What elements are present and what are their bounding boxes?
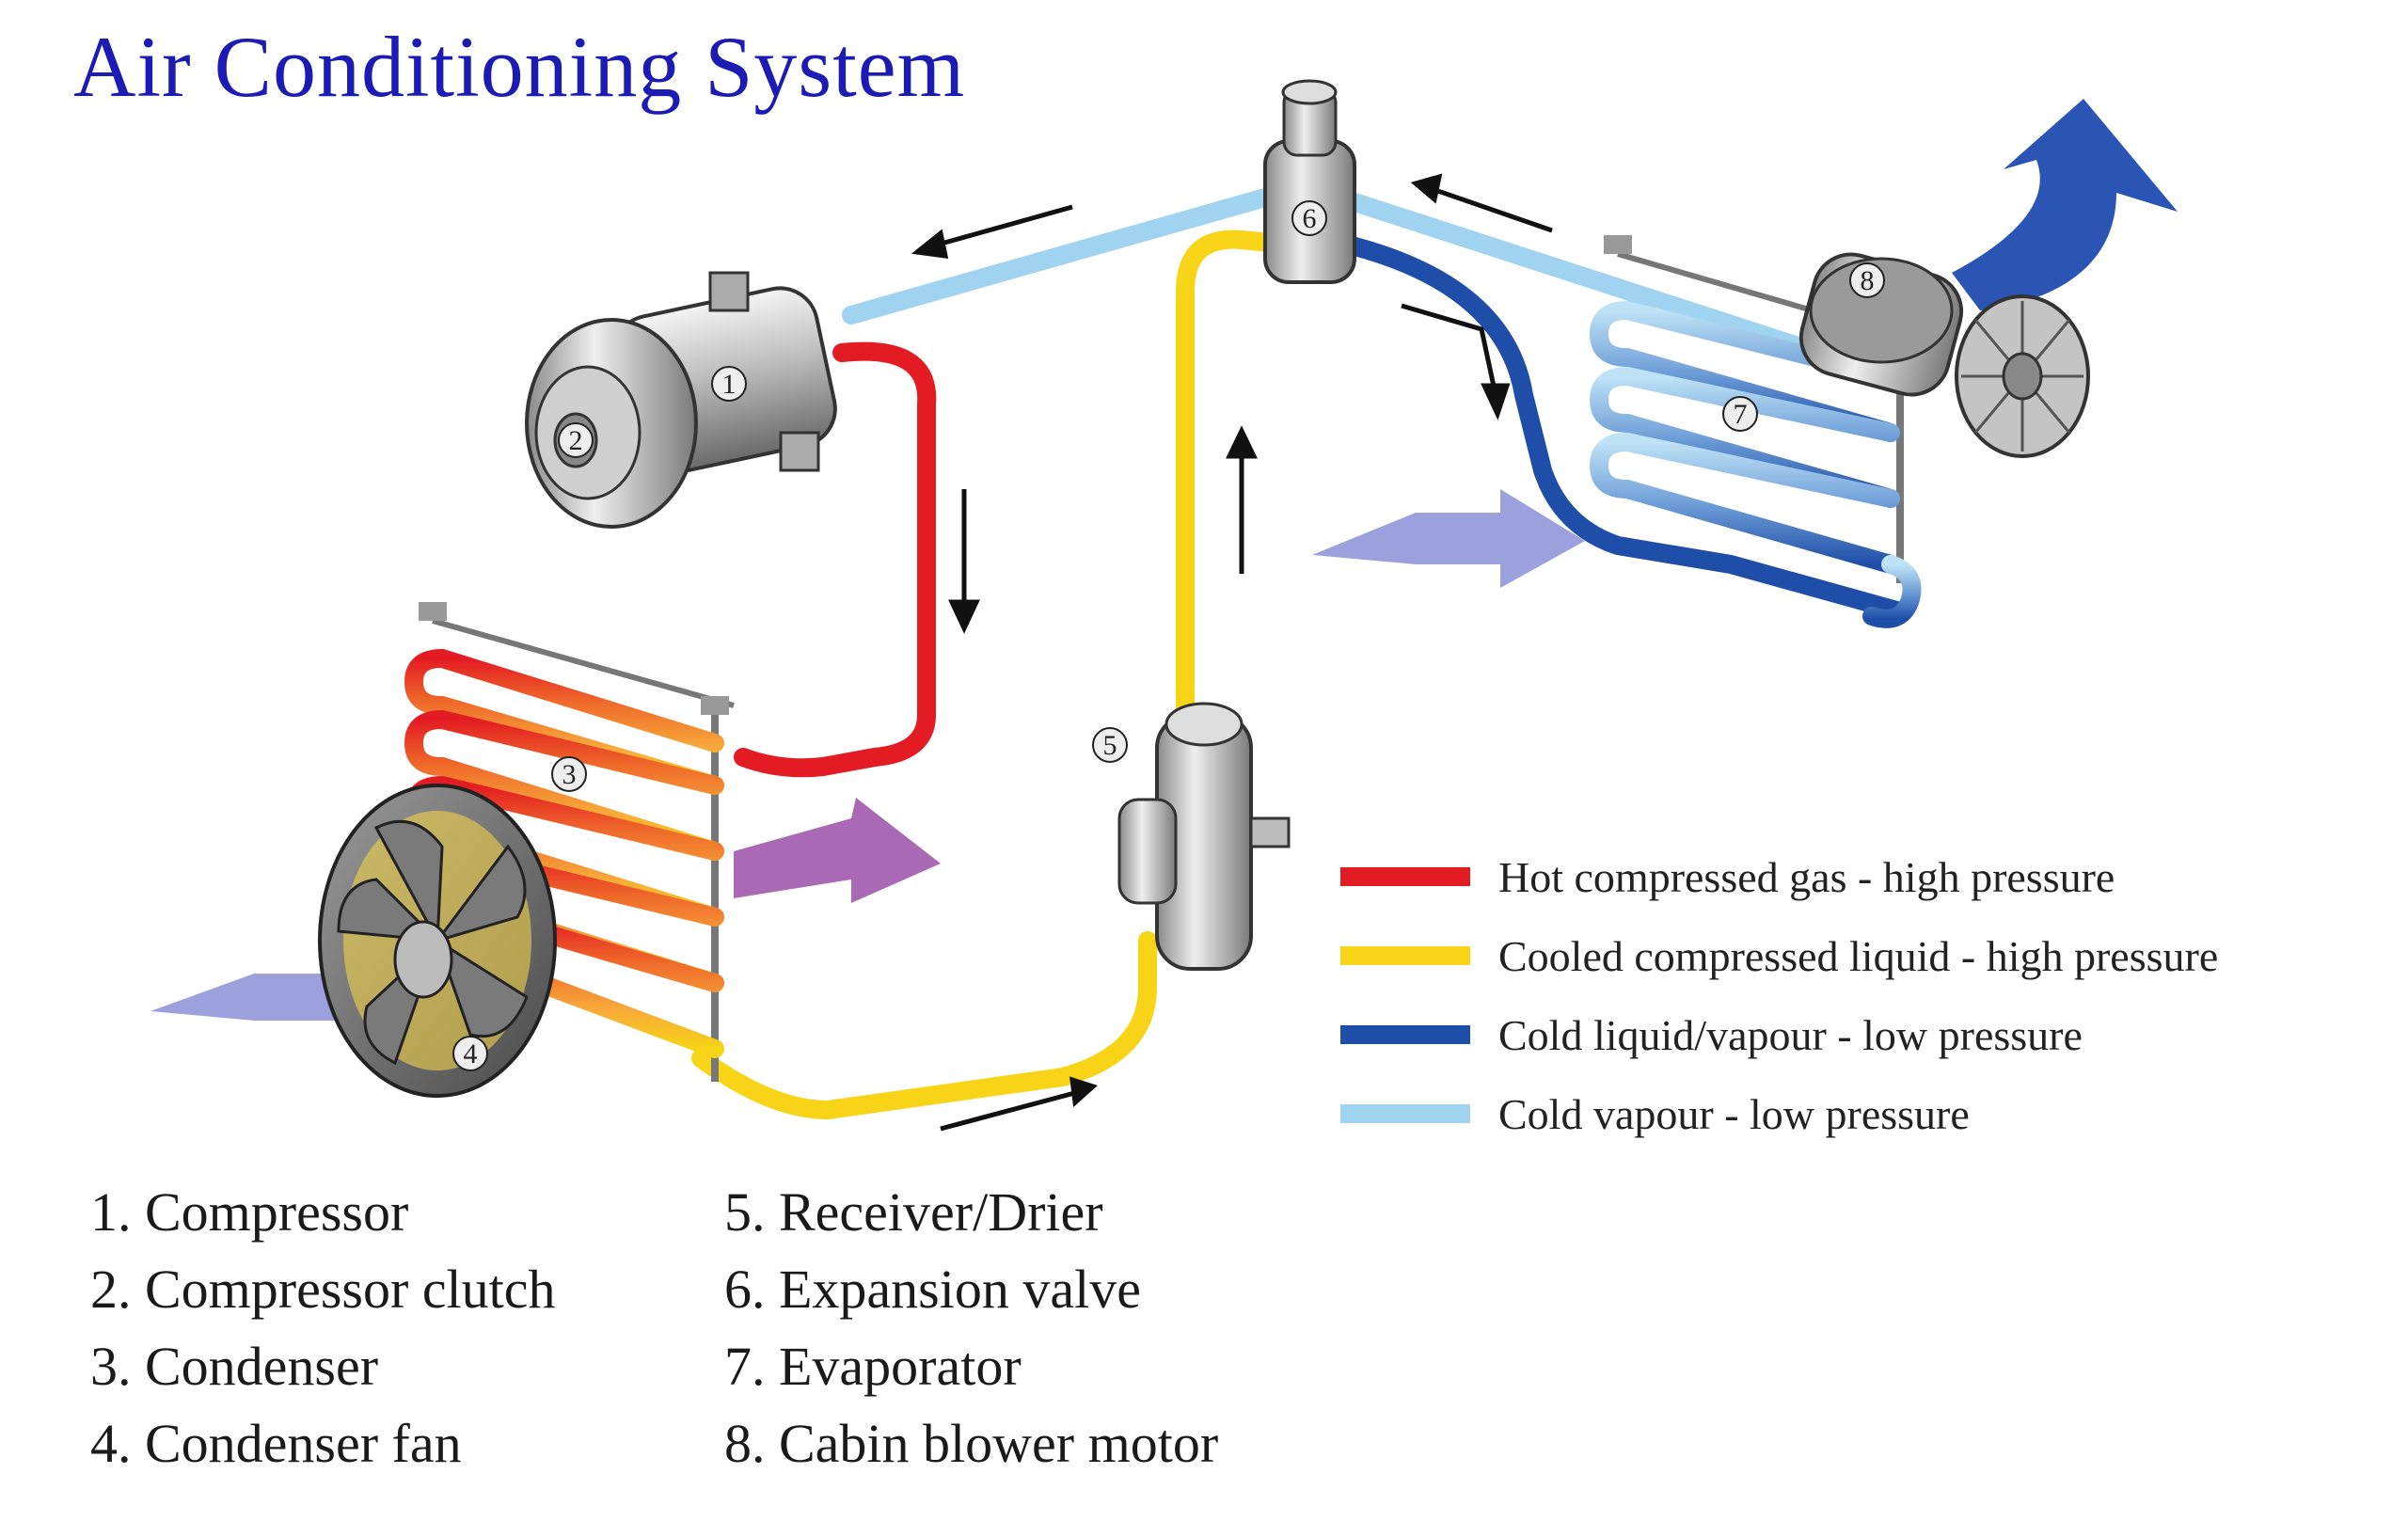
part-name: Compressor clutch: [145, 1259, 556, 1320]
legend-swatch: [1340, 1025, 1470, 1044]
marker-7: 7: [1722, 396, 1758, 432]
part-number: 5.: [724, 1181, 766, 1243]
hot-gas-pipe: [734, 341, 937, 778]
marker-6: 6: [1291, 200, 1327, 236]
vapour-pipe-valve-compressor: [842, 188, 1275, 325]
part-item: 5. Receiver/Drier: [724, 1174, 1218, 1251]
condenser-fan: [318, 784, 557, 1098]
expansion-valve: [1263, 79, 1356, 284]
condenser-airflow-out-arrow: [734, 798, 941, 903]
flow-arrow-2: [948, 489, 980, 634]
part-number: 8.: [724, 1413, 766, 1474]
part-number: 1.: [90, 1181, 132, 1243]
legend-swatch: [1340, 1104, 1470, 1123]
flow-arrows: [911, 173, 1553, 1132]
legend-label: Hot compressed gas - high pressure: [1498, 852, 2115, 901]
part-name: Evaporator: [779, 1336, 1022, 1397]
part-item: 4. Condenser fan: [90, 1405, 556, 1482]
svg-text:4: 4: [464, 1038, 478, 1070]
svg-text:1: 1: [722, 369, 737, 400]
flow-arrow-6: [1401, 303, 1511, 420]
part-number: 3.: [90, 1336, 132, 1397]
part-number: 4.: [90, 1413, 132, 1474]
legend: Hot compressed gas - high pressure Coole…: [1340, 837, 2218, 1153]
flow-arrow-4: [1226, 425, 1258, 574]
liquid-pipe-drier-valve: [1176, 230, 1279, 734]
marker-2: 2: [558, 422, 594, 458]
legend-item: Cold vapour - low pressure: [1340, 1074, 2218, 1153]
part-name: Compressor: [145, 1181, 409, 1243]
flow-arrow-5: [1410, 173, 1553, 233]
compressor: [525, 271, 837, 529]
part-name: Receiver/Drier: [779, 1181, 1103, 1243]
legend-item: Cold liquid/vapour - low pressure: [1340, 995, 2218, 1074]
svg-text:7: 7: [1734, 399, 1748, 430]
part-name: Expansion valve: [779, 1259, 1141, 1320]
flow-arrow-1: [911, 204, 1073, 259]
part-name: Cabin blower motor: [779, 1413, 1219, 1474]
svg-text:2: 2: [569, 425, 583, 456]
flow-arrow-3: [940, 1076, 1098, 1132]
component-markers: 1 2 3 4 5 6 7 8: [452, 200, 1885, 1071]
legend-label: Cold liquid/vapour - low pressure: [1498, 1010, 2083, 1059]
refrigerant-pipes: [691, 188, 1909, 1119]
part-item: 7. Evaporator: [724, 1328, 1218, 1405]
legend-label: Cooled compressed liquid - high pressure: [1498, 931, 2219, 980]
part-name: Condenser: [145, 1336, 379, 1397]
part-number: 2.: [90, 1259, 132, 1320]
legend-swatch: [1340, 867, 1470, 886]
legend-swatch: [1340, 946, 1470, 965]
part-item: 1. Compressor: [90, 1174, 556, 1251]
evaporator-airflow-in-arrow: [1312, 489, 1585, 588]
legend-label: Cold vapour - low pressure: [1498, 1089, 1970, 1138]
svg-text:8: 8: [1861, 265, 1875, 296]
legend-item: Cooled compressed liquid - high pressure: [1340, 916, 2218, 995]
blower-airflow-out-arrow: [1952, 99, 2178, 310]
part-number: 6.: [724, 1259, 766, 1320]
svg-text:3: 3: [562, 759, 577, 790]
parts-list-left: 1. Compressor 2. Compressor clutch 3. Co…: [90, 1174, 556, 1482]
legend-item: Hot compressed gas - high pressure: [1340, 837, 2218, 916]
part-item: 3. Condenser: [90, 1328, 556, 1405]
marker-8: 8: [1849, 262, 1885, 298]
part-item: 2. Compressor clutch: [90, 1251, 556, 1328]
part-number: 7.: [724, 1336, 766, 1397]
svg-text:5: 5: [1103, 730, 1117, 761]
marker-1: 1: [711, 366, 747, 402]
svg-text:6: 6: [1303, 203, 1317, 234]
marker-4: 4: [452, 1036, 488, 1071]
parts-list-right: 5. Receiver/Drier 6. Expansion valve 7. …: [724, 1174, 1218, 1482]
part-name: Condenser fan: [145, 1413, 462, 1474]
diagram-title: Air Conditioning System: [73, 19, 966, 115]
part-item: 6. Expansion valve: [724, 1251, 1218, 1328]
cabin-blower-motor: [1798, 252, 2090, 458]
marker-5: 5: [1092, 727, 1128, 763]
receiver-drier: [1117, 702, 1291, 971]
cold-liquid-pipe: [1331, 233, 1909, 621]
marker-3: 3: [551, 756, 587, 792]
liquid-pipe-condenser-drier: [691, 931, 1157, 1119]
part-item: 8. Cabin blower motor: [724, 1405, 1218, 1482]
